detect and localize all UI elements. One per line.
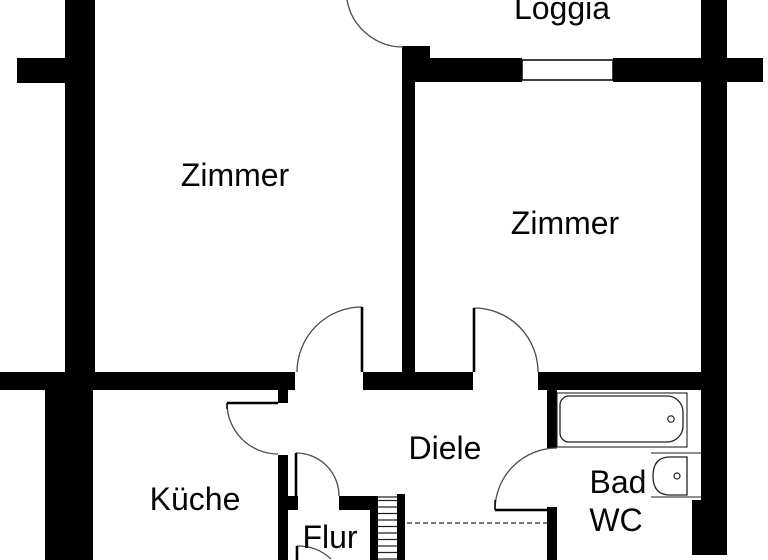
fixtures-layer (556, 392, 701, 498)
flur-top-wall (339, 496, 378, 510)
zimmer-right-door-swing-arc (473, 307, 539, 373)
room-label-kueche: Küche (150, 481, 241, 517)
room-label-zimmer-right: Zimmer (511, 205, 620, 241)
room-label-flur: Flur (302, 519, 357, 555)
flur-wall-stub (278, 496, 298, 510)
window-zimmer-right (521, 59, 614, 81)
west-wall (65, 0, 95, 373)
room-label-bad: Bad (590, 464, 647, 500)
room-label-zimmer-left: Zimmer (181, 157, 290, 193)
neighbour-wall-stub (17, 58, 65, 83)
bad-door-swing-arc (494, 447, 558, 511)
main-band-mid (363, 372, 473, 390)
main-band-west (0, 372, 295, 390)
washbasin (652, 456, 688, 496)
stair-west-wall (370, 496, 378, 560)
stairs-layer (378, 496, 547, 560)
loggia-door-jamb (402, 46, 430, 59)
room-label-wc: WC (589, 502, 642, 538)
washbasin-drain (673, 472, 681, 480)
room-label-diele: Diele (409, 430, 482, 466)
zimmer-divider-wall (402, 82, 415, 373)
bathtub-drain (667, 415, 675, 423)
bath-east-wall-chunk (692, 500, 701, 555)
kueche-door-swing-arc (226, 402, 279, 455)
doors-layer (226, 0, 558, 560)
north-wall-east (613, 58, 763, 82)
west-pier (45, 390, 93, 560)
window-layer (521, 59, 614, 81)
room-labels: Loggia Zimmer Zimmer Küche Diele Flur Ba… (150, 0, 647, 555)
entry-door-swing-arc (296, 545, 332, 560)
bathtub (559, 395, 684, 443)
zimmer-left-door-swing-arc (296, 306, 363, 373)
kueche-door-jamb (278, 390, 288, 403)
main-band-east (538, 372, 727, 390)
north-wall-west (402, 58, 522, 82)
bathtub-niche (556, 392, 688, 448)
flur-door-swing-arc (295, 452, 340, 497)
east-wall (701, 0, 727, 555)
bath-west-wall-lower (547, 507, 557, 560)
bath-west-wall-upper (547, 390, 557, 448)
room-label-loggia: Loggia (514, 0, 610, 26)
loggia-door-swing-arc (346, 0, 404, 48)
stair-east-wall (397, 494, 405, 560)
